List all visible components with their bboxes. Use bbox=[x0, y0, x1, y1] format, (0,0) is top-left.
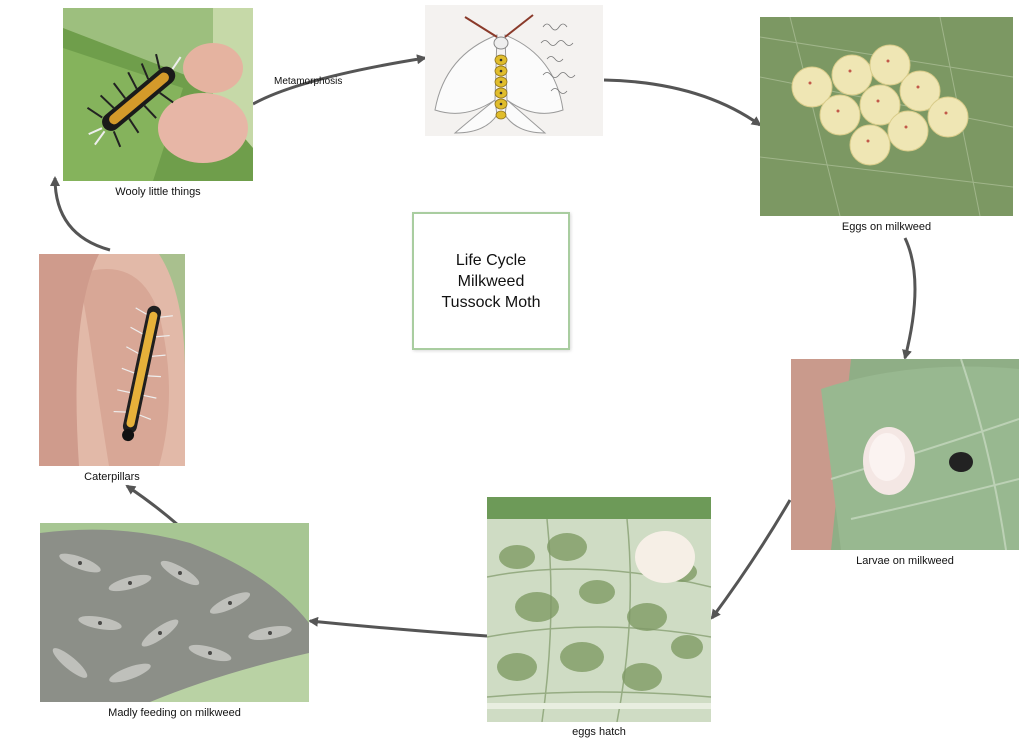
moth-sketch bbox=[425, 5, 603, 136]
arrow-hatch-to-feeding bbox=[308, 616, 488, 638]
arrow-feeding-to-caterpillars bbox=[125, 484, 179, 527]
eggs-photo bbox=[760, 17, 1013, 216]
title-box: Life Cycle Milkweed Tussock Moth bbox=[412, 212, 570, 350]
hatch-caption: eggs hatch bbox=[572, 726, 626, 738]
caterpillars-photo bbox=[39, 254, 185, 466]
feeding-photo bbox=[40, 523, 309, 702]
metamorphosis-label: Metamorphosis bbox=[274, 76, 343, 87]
larvae-photo bbox=[791, 359, 1019, 550]
wooly-caption: Wooly little things bbox=[115, 186, 201, 198]
wooly-caterpillar-photo bbox=[63, 8, 253, 181]
title-line-1: Life Cycle bbox=[455, 251, 527, 269]
arrow-moth-to-eggs bbox=[603, 78, 762, 127]
title-line-3: Tussock Moth bbox=[441, 293, 541, 311]
arrow-larvae-to-hatch bbox=[710, 499, 792, 620]
feeding-caption: Madly feeding on milkweed bbox=[108, 707, 241, 719]
hatch-photo bbox=[487, 497, 711, 722]
larvae-caption: Larvae on milkweed bbox=[856, 555, 954, 567]
eggs-caption: Eggs on milkweed bbox=[841, 221, 932, 233]
caterpillars-caption: Caterpillars bbox=[84, 471, 140, 483]
title-line-2: Milkweed bbox=[457, 272, 525, 290]
arrow-eggs-to-larvae bbox=[902, 237, 917, 360]
